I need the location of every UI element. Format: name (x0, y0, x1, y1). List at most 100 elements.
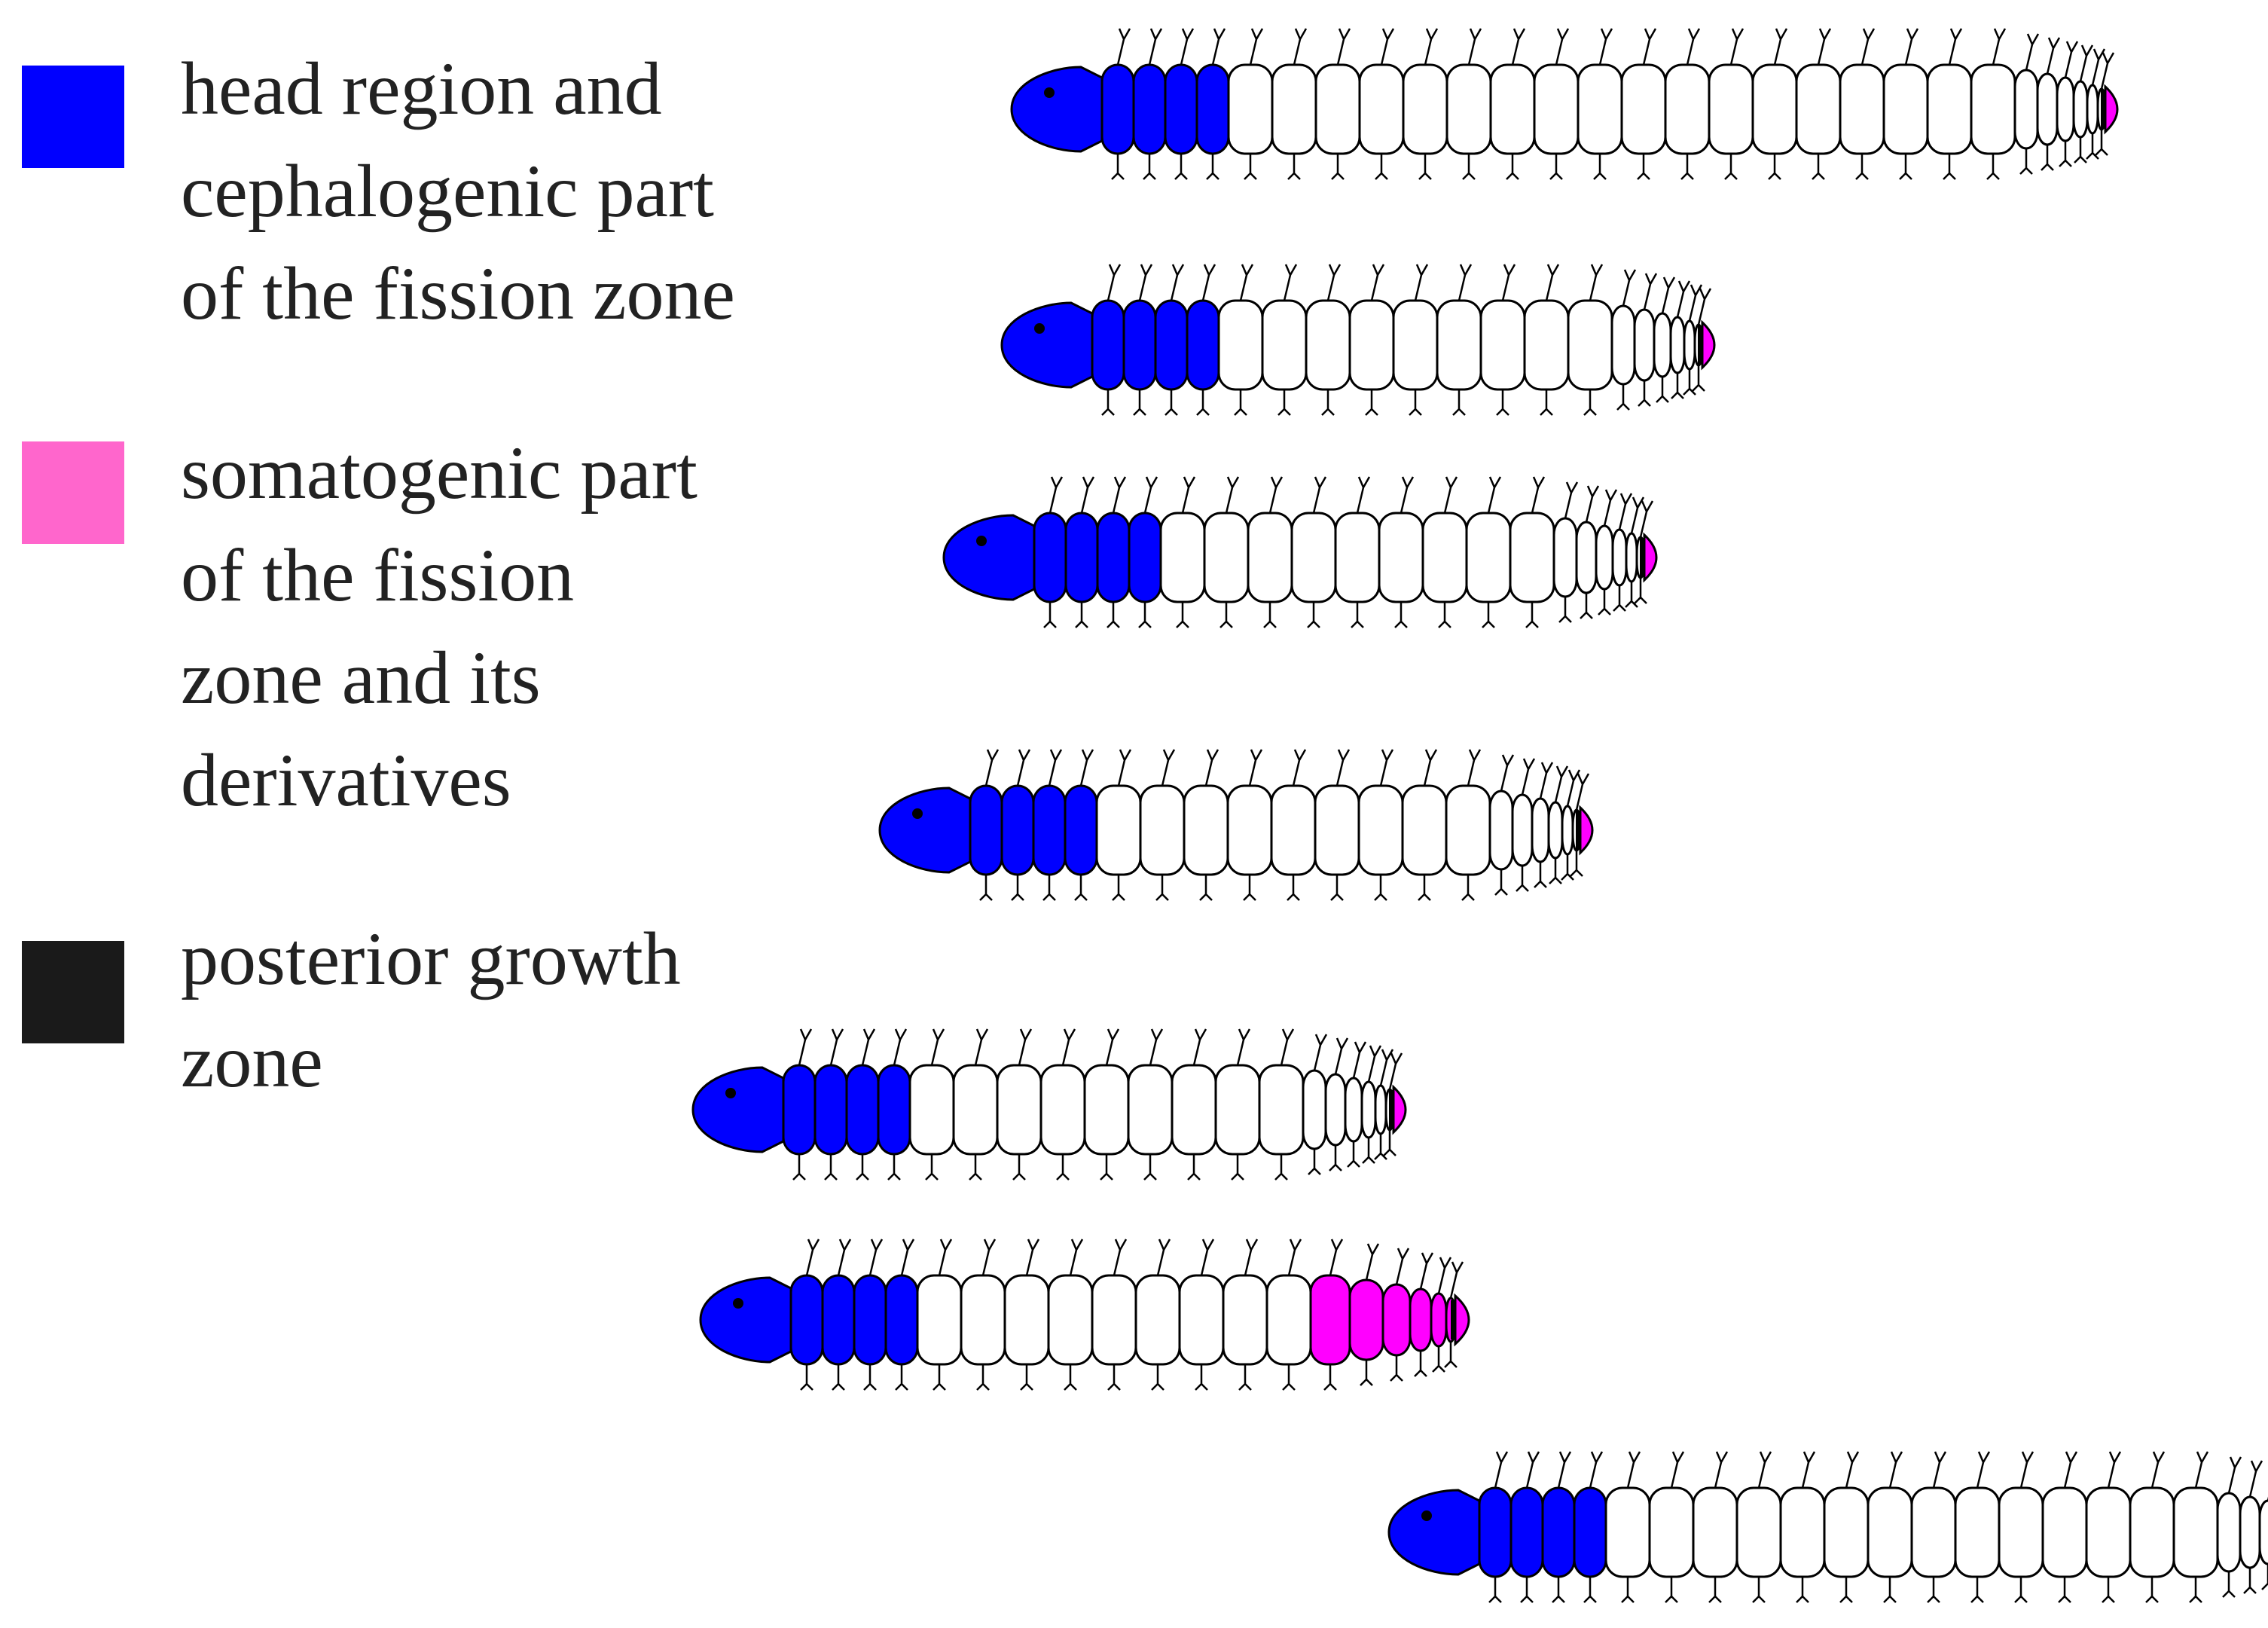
parapodia (1812, 28, 1832, 180)
parapodia (2041, 37, 2061, 171)
body-segment (1134, 1274, 1181, 1366)
body-segment (1401, 784, 1448, 876)
parapodia (1042, 749, 1063, 901)
parapodia (1287, 749, 1307, 901)
body-segment (1290, 512, 1337, 603)
parapodia (1665, 1451, 1685, 1603)
parapodia (2222, 1456, 2242, 1598)
parapodia (1552, 1451, 1572, 1603)
parapodia (1107, 476, 1127, 628)
body-segment (1795, 63, 1842, 155)
body-segment (1314, 784, 1360, 876)
pygidium (1701, 319, 1716, 371)
parapodia (1516, 758, 1536, 892)
parapodia (1360, 1243, 1380, 1386)
new-tail-segment (1381, 1283, 1412, 1357)
pygidium (1454, 1293, 1470, 1347)
parapodia (1708, 1451, 1729, 1603)
body-segment (1926, 63, 1973, 155)
tail-segment (1669, 316, 1686, 374)
body-segment (1127, 1064, 1174, 1156)
parapodia (1452, 264, 1473, 416)
parapodia (1583, 1451, 1604, 1603)
head-segment (1128, 512, 1162, 603)
tail-segment (1547, 801, 1564, 860)
parapodia (1680, 28, 1701, 180)
body-segment (1357, 784, 1404, 876)
body-segment (1779, 1486, 1826, 1578)
body-segment (1039, 1064, 1086, 1156)
new-tail-segment (1348, 1278, 1384, 1361)
body-segment (1445, 784, 1491, 876)
parapodia (1432, 1257, 1452, 1373)
eye (733, 1298, 743, 1309)
body-segment (1421, 512, 1468, 603)
tail-segment (1595, 524, 1614, 591)
body-segment (1270, 784, 1317, 876)
parapodia (1112, 749, 1132, 901)
body-segment (1222, 1274, 1268, 1366)
parapodia (1107, 1239, 1128, 1391)
worm-intact-worm (1010, 28, 2119, 180)
parapodia (1496, 264, 1516, 416)
body-segment (1708, 63, 1754, 155)
parapodia (925, 1028, 945, 1181)
parapodia (2059, 41, 2079, 167)
parapodia (1075, 476, 1095, 628)
parapodia (1199, 749, 1219, 901)
parapodia (800, 1239, 820, 1391)
body-segment (1226, 784, 1273, 876)
parapodia (1351, 476, 1371, 628)
body-segment (2129, 1486, 2175, 1578)
body-segment (996, 1064, 1042, 1156)
body-segment (1577, 63, 1623, 155)
parapodia (1143, 28, 1163, 180)
parapodia (1307, 476, 1327, 628)
new-tail-segment (1409, 1287, 1433, 1352)
parapodia (1394, 476, 1415, 628)
body-segment (1003, 1274, 1050, 1366)
parapodia (1637, 28, 1657, 180)
body-segment (1620, 63, 1667, 155)
head (942, 514, 1036, 601)
parapodia (1390, 1248, 1410, 1382)
head (691, 1066, 785, 1153)
body-segment (1214, 1064, 1261, 1156)
growth-zone (1576, 811, 1580, 850)
parapodia (856, 1028, 876, 1181)
head (1010, 66, 1103, 153)
parapodia (1525, 476, 1546, 628)
parapodia (1418, 749, 1438, 901)
parapodia (1111, 28, 1131, 180)
worm-fission-zone-forming (1000, 264, 1716, 416)
parapodia (1768, 28, 1788, 180)
parapodia (1133, 264, 1153, 416)
body-segment (1139, 784, 1186, 876)
parapodia (1234, 264, 1254, 416)
body-segment (1465, 512, 1512, 603)
parapodia (1195, 1239, 1215, 1391)
tail-segment (1531, 797, 1550, 863)
parapodia (1418, 28, 1439, 180)
tail-segment (1374, 1084, 1387, 1135)
head (699, 1276, 792, 1364)
body-segment (2041, 1486, 2088, 1578)
head-segment (877, 1064, 911, 1156)
worm-fission-zone-segmenting (878, 749, 1594, 901)
tail-segment (2013, 69, 2039, 150)
parapodia (1986, 28, 2007, 180)
body-segment (1489, 63, 1536, 155)
parapodia (1561, 769, 1581, 881)
body-segment (1479, 299, 1526, 391)
parapodia (1580, 485, 1600, 619)
parapodia (1540, 264, 1560, 416)
tail-segment (1683, 319, 1696, 371)
parapodia (1520, 1451, 1540, 1603)
parapodia (1238, 1239, 1259, 1391)
tail-segment (1653, 312, 1672, 378)
body-segment (1648, 1486, 1695, 1578)
parapodia (832, 1239, 852, 1391)
worm-anterior-daughter (699, 1239, 1470, 1391)
body-segment (1258, 1064, 1305, 1156)
